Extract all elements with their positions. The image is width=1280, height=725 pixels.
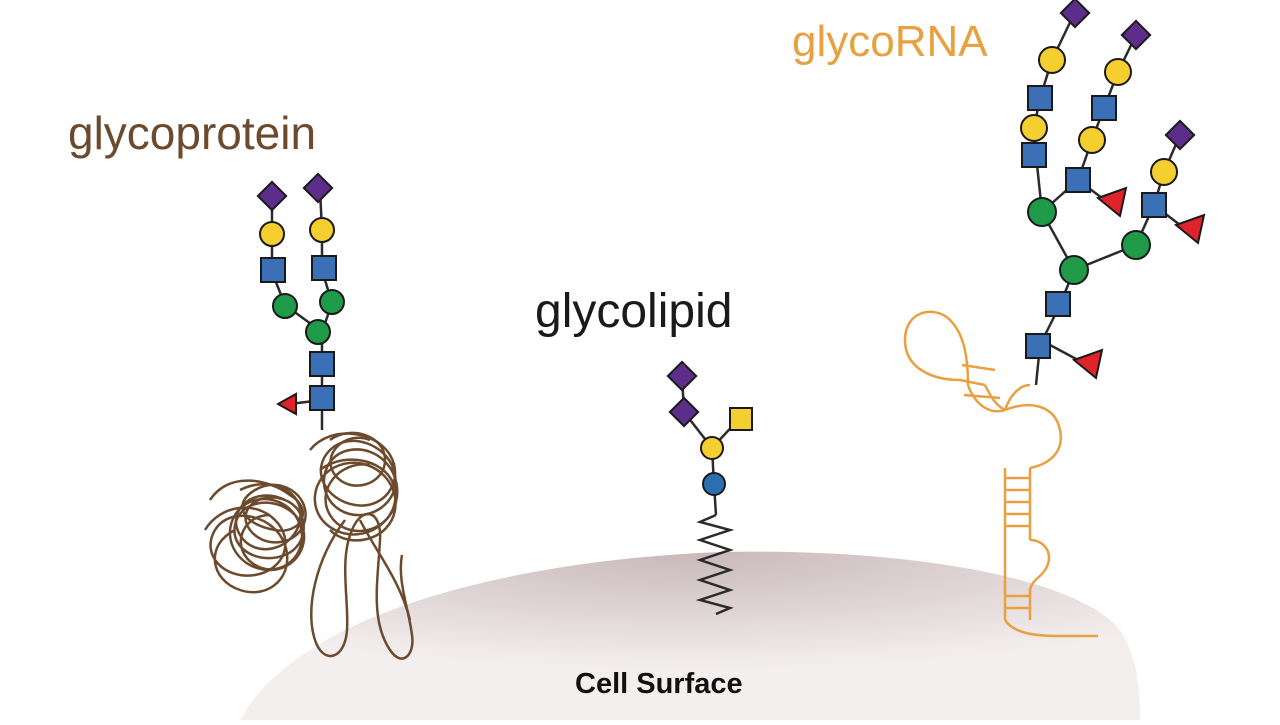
mannose-circle-icon	[305, 319, 331, 345]
galactose-circle-icon	[1104, 58, 1132, 86]
glycorna-rna	[903, 310, 1098, 638]
galactose-circle-icon	[259, 221, 285, 247]
galactose-circle-icon	[1020, 114, 1048, 142]
glcnac-square-icon	[1091, 95, 1117, 121]
mannose-circle-icon	[319, 289, 345, 315]
galactose-circle-icon	[309, 217, 335, 243]
lipid-tail	[695, 513, 735, 616]
mannose-circle-icon	[1027, 197, 1057, 227]
glcnac-square-icon	[1025, 333, 1051, 359]
sialic-acid-diamond-icon	[668, 396, 700, 428]
glcnac-square-icon	[1045, 291, 1071, 317]
glcnac-square-icon	[1027, 85, 1053, 111]
galactose-circle-icon	[1078, 126, 1106, 154]
sialic-acid-diamond-icon	[302, 172, 334, 204]
galactose-circle-icon	[1038, 46, 1066, 74]
glcnac-square-icon	[1065, 167, 1091, 193]
glcnac-square-icon	[1021, 142, 1047, 168]
transmembrane-helices	[310, 512, 414, 660]
glucose-circle-icon	[702, 472, 726, 496]
glcnac-square-icon	[309, 385, 335, 411]
sialic-acid-diamond-icon	[256, 180, 288, 212]
glycolipid-glycan	[666, 360, 753, 496]
sialic-acid-diamond-icon	[1059, 0, 1091, 29]
sialic-acid-diamond-icon	[1164, 119, 1196, 151]
mannose-circle-icon	[1121, 230, 1151, 260]
glcnac-square-icon	[311, 255, 337, 281]
sialic-acid-diamond-icon	[666, 360, 698, 392]
cell-membrane	[240, 551, 1140, 720]
glcnac-square-icon	[1141, 192, 1167, 218]
protein-domain-left	[203, 479, 307, 594]
mannose-circle-icon	[272, 293, 298, 319]
fucose-triangle-icon	[1173, 213, 1206, 245]
glycoprotein-label: glycoprotein	[68, 107, 317, 159]
glycoprotein-glycan	[256, 172, 345, 416]
fucose-triangle-icon	[275, 392, 297, 416]
galactose-circle-icon	[1150, 158, 1178, 186]
glycorna-label: glycoRNA	[792, 17, 988, 66]
cell-surface-label: Cell Surface	[575, 668, 743, 700]
mannose-circle-icon	[1059, 255, 1089, 285]
fucose-triangle-icon	[1071, 348, 1104, 380]
galactose-circle-icon	[700, 436, 724, 460]
sialic-acid-diamond-icon	[1120, 19, 1152, 51]
glycorna-glycan	[1020, 0, 1206, 380]
glycolipid-label: glycolipid	[535, 285, 733, 338]
galnac-square-icon	[729, 407, 753, 431]
glcnac-square-icon	[309, 351, 335, 377]
glcnac-square-icon	[260, 257, 286, 283]
fucose-triangle-icon	[1095, 186, 1128, 218]
